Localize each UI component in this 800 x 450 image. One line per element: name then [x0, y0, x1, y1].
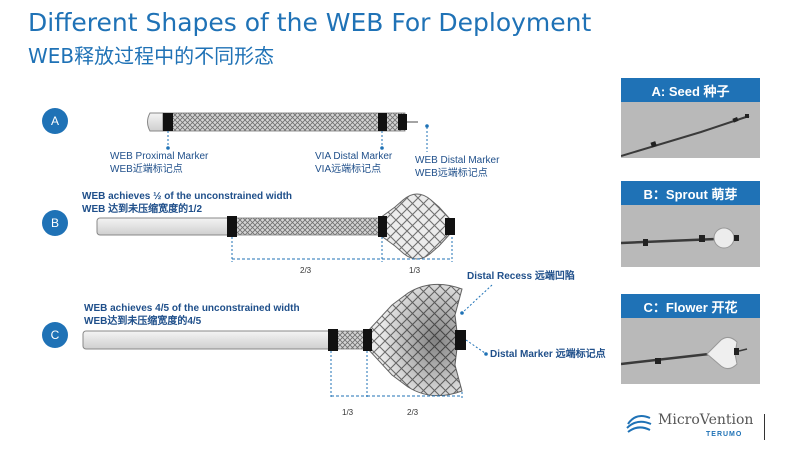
panel-b-header: B：Sprout 萌芽 [621, 181, 760, 205]
caption-c: WEB achieves 4/5 of the unconstrained wi… [84, 302, 300, 328]
logo-sub: TERUMO [706, 431, 743, 438]
dimension-b-left: 2/3 [300, 266, 312, 275]
device-b-sprout [96, 193, 455, 262]
via-distal-marker-b [378, 216, 387, 237]
label-via-distal-marker-cn: VIA远端标记点 [315, 164, 382, 175]
microvention-logo-icon [624, 410, 654, 443]
caption-c-en: WEB achieves 4/5 of the unconstrained wi… [84, 303, 300, 314]
page-subtitle: WEB释放过程中的不同形态 [28, 44, 275, 68]
row-badge-a: A [42, 108, 68, 134]
label-web-distal-marker-en: WEB Distal Marker [415, 155, 500, 166]
dimension-c-left: 1/3 [342, 408, 354, 417]
label-via-distal-marker: VIA Distal Marker VIA远端标记点 [315, 150, 392, 176]
caption-b: WEB achieves ½ of the unconstrained widt… [82, 190, 292, 216]
catheter-b [96, 217, 232, 236]
via-distal-marker-a [378, 113, 387, 131]
label-web-proximal-marker-cn: WEB近端标记点 [110, 164, 183, 175]
row-badge-b: B [42, 210, 68, 236]
mesh-body-b [230, 217, 384, 236]
dimension-c-right: 2/3 [407, 408, 419, 417]
panel-b-xray [621, 227, 739, 249]
label-web-proximal-marker: WEB Proximal Marker WEB近端标记点 [110, 150, 208, 176]
caption-b-cn: WEB 达到未压缩宽度的1/2 [82, 204, 203, 215]
page-title: Different Shapes of the WEB For Deployme… [28, 8, 592, 37]
panel-a-xray [621, 114, 750, 157]
row-badge-c: C [42, 322, 68, 348]
logo-name: MicroVention [658, 412, 754, 428]
panel-c-header: C：Flower 开花 [621, 294, 760, 318]
caption-c-cn: WEB达到未压缩宽度的4/5 [84, 316, 202, 327]
web-distal-marker-a [398, 114, 407, 130]
bulb-mesh-b [379, 193, 450, 260]
label-web-distal-marker: WEB Distal Marker WEB远端标记点 [415, 154, 499, 180]
panel-c-xray [621, 336, 748, 370]
panel-c-image [621, 318, 760, 384]
device-a-seed [147, 112, 429, 152]
label-web-distal-marker-cn: WEB远端标记点 [415, 168, 488, 179]
web-distal-marker-b [445, 218, 455, 235]
label-distal-recess: Distal Recess 远端凹陷 [467, 271, 575, 282]
dimension-b-right: 1/3 [409, 266, 421, 275]
catheter-c [82, 330, 332, 350]
web-distal-marker-c [455, 330, 466, 350]
panel-a-image [621, 102, 760, 158]
label-distal-marker: Distal Marker 远端标记点 [490, 349, 606, 360]
caption-b-en: WEB achieves ½ of the unconstrained widt… [82, 191, 293, 202]
catheter-tip-a [147, 112, 164, 132]
label-web-proximal-marker-en: WEB Proximal Marker [110, 151, 209, 162]
proximal-marker-b [227, 216, 237, 237]
proximal-marker-c [328, 329, 338, 351]
mesh-body-a [162, 112, 406, 132]
panel-a-header: A: Seed 种子 [621, 78, 760, 102]
logo-divider [764, 414, 765, 440]
web-deployment-diagram [82, 112, 493, 398]
device-c-flower [82, 283, 493, 398]
panel-b-image [621, 205, 760, 267]
via-distal-marker-c [363, 329, 372, 351]
proximal-marker-a [163, 113, 173, 131]
label-via-distal-marker-en: VIA Distal Marker [315, 151, 393, 162]
